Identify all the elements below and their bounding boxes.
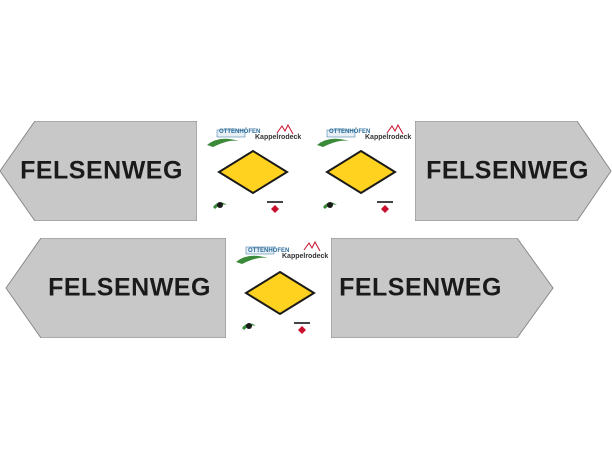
logo-ottenhoefen: OTTENHÖFEN (329, 129, 371, 135)
arrow-sign-top-left: FELSENWEG (0, 121, 197, 221)
arrow-sign-top-right: FELSENWEG (415, 121, 612, 221)
logo-kappelrodeck: Kappelrodeck (365, 134, 412, 141)
panel-graphics (236, 240, 321, 334)
arrow-shape-right (415, 121, 612, 221)
logo-ottenhoefen: OTTENHÖFEN (248, 248, 290, 254)
logo-panel-bottom: OTTENHÖFEN Kappelrodeck (228, 238, 331, 338)
logo-ottenhoefen: OTTENHÖFEN (219, 129, 261, 135)
logo-panel-top-left: OTTENHÖFEN Kappelrodeck (199, 121, 307, 221)
arrow-shape-right (331, 238, 554, 338)
panel-graphics (317, 123, 404, 213)
arrow-sign-bottom-left: FELSENWEG (5, 238, 226, 338)
logo-kappelrodeck: Kappelrodeck (255, 134, 302, 141)
arrow-sign-bottom-right: FELSENWEG (331, 238, 554, 338)
arrow-shape-left (5, 238, 226, 338)
sign-label: FELSENWEG (20, 156, 183, 185)
arrow-shape-left (0, 121, 197, 221)
logo-panel-top-right: OTTENHÖFEN Kappelrodeck (309, 121, 414, 221)
logo-kappelrodeck: Kappelrodeck (282, 253, 329, 260)
sign-label: FELSENWEG (426, 156, 589, 185)
sign-label: FELSENWEG (339, 273, 502, 302)
sign-label: FELSENWEG (48, 273, 211, 302)
panel-graphics (207, 123, 294, 213)
